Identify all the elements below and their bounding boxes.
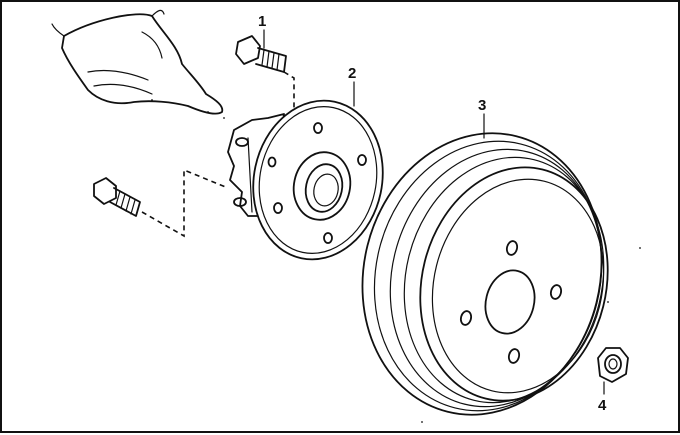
callout-2: 2 [348, 65, 356, 82]
hub-bolt-upper [235, 35, 287, 73]
brake-drum [361, 132, 609, 416]
callout-3: 3 [478, 97, 486, 114]
axle-hub-assembly [227, 99, 384, 261]
paper-specks [151, 99, 641, 423]
callout-4: 4 [598, 397, 607, 414]
alignment-line-upper [283, 71, 295, 112]
alignment-line-lower [141, 168, 229, 238]
callout-1: 1 [258, 13, 266, 30]
hub-nut [597, 347, 629, 383]
hub-bolt-lower [93, 177, 141, 217]
pointing-hand-icon [51, 9, 224, 115]
